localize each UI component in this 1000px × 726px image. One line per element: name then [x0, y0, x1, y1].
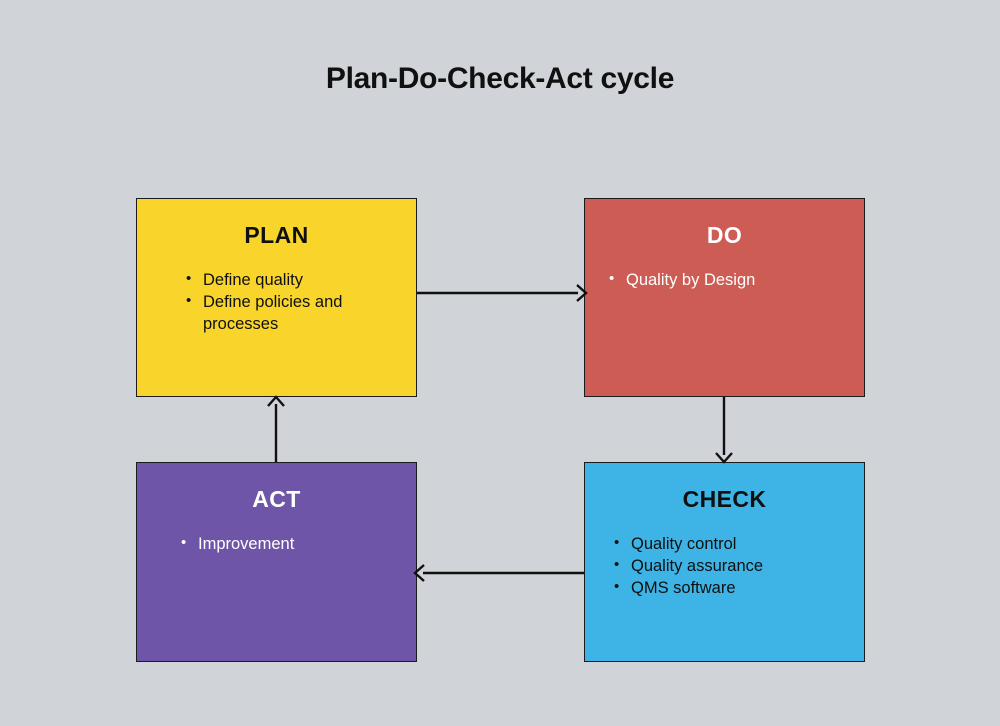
node-do[interactable]: DO Quality by Design [584, 198, 865, 397]
node-do-title: DO [706, 222, 743, 248]
node-plan-list: Define quality Define policies and proce… [182, 268, 416, 335]
list-item: Improvement [177, 532, 416, 555]
node-act[interactable]: ACT Improvement [136, 462, 417, 662]
node-check-title: CHECK [682, 486, 767, 512]
list-item: Define policies and processes [182, 290, 416, 335]
list-item: Quality control [610, 532, 864, 555]
node-check-list: Quality control Quality assurance QMS so… [610, 532, 864, 599]
node-act-list: Improvement [177, 532, 416, 555]
list-item: Define quality [182, 268, 416, 291]
node-plan[interactable]: PLAN Define quality Define policies and … [136, 198, 417, 397]
list-item: Quality assurance [610, 554, 864, 577]
node-act-title: ACT [252, 486, 301, 512]
node-do-list: Quality by Design [605, 268, 864, 291]
node-check[interactable]: CHECK Quality control Quality assurance … [584, 462, 865, 662]
list-item: QMS software [610, 576, 864, 599]
page-title: Plan-Do-Check-Act cycle [325, 62, 675, 95]
arrowhead-do-to-check-icon [715, 452, 733, 464]
node-plan-title: PLAN [244, 222, 309, 248]
list-item: Quality by Design [605, 268, 864, 291]
arrowhead-act-to-plan-icon [267, 395, 285, 407]
